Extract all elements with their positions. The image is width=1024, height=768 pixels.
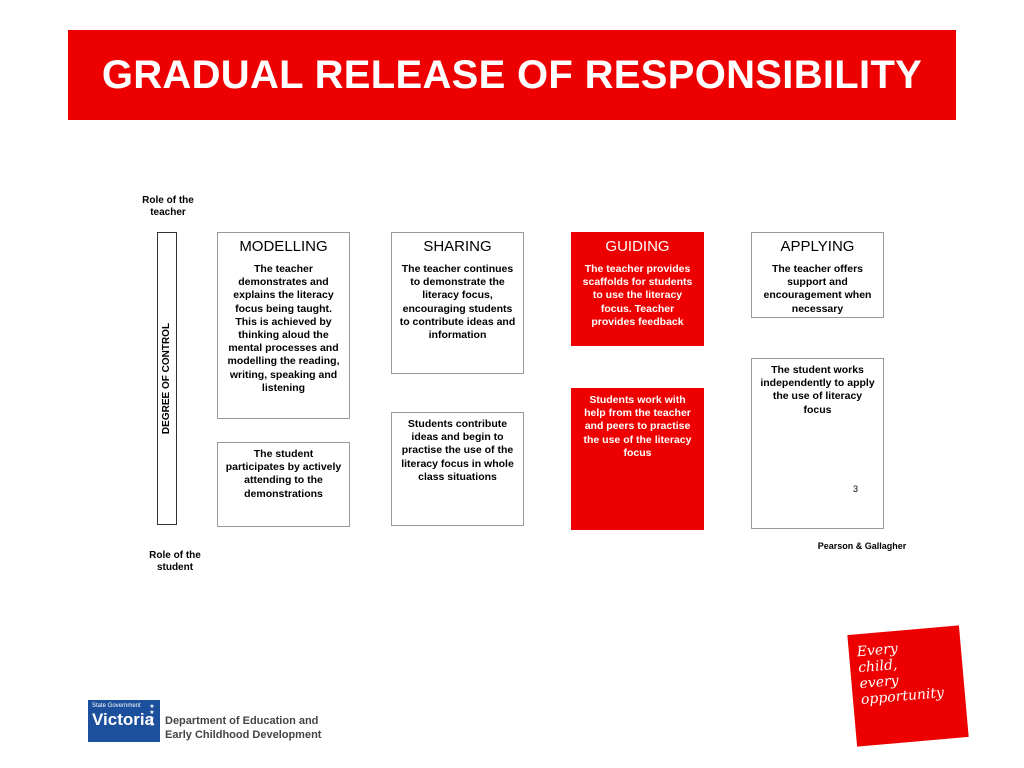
- victoria-logo: State Government Victoria ★★ ★★: [88, 700, 160, 742]
- department-line-2: Early Childhood Development: [165, 729, 322, 741]
- guiding-teacher-text: The teacher provides scaffolds for stude…: [582, 263, 693, 328]
- modelling-teacher-box: MODELLING The teacher demonstrates and e…: [217, 232, 350, 419]
- modelling-heading: MODELLING: [239, 238, 328, 255]
- sharing-teacher-text: The teacher continues to demonstrate the…: [399, 263, 516, 342]
- guiding-heading: GUIDING: [605, 238, 670, 255]
- applying-teacher-box: APPLYING The teacher offers support and …: [751, 232, 884, 318]
- page-number: 3: [853, 484, 859, 494]
- applying-heading: APPLYING: [780, 238, 855, 255]
- guiding-student-box: Students work with help from the teacher…: [571, 388, 704, 530]
- guiding-teacher-box: GUIDING The teacher provides scaffolds f…: [571, 232, 704, 346]
- credit-text: Pearson & Gallagher: [817, 541, 907, 551]
- title-banner: GRADUAL RELEASE OF RESPONSIBILITY: [68, 30, 956, 120]
- role-teacher-label: Role of the teacher: [142, 195, 194, 218]
- modelling-student-text: The student participates by actively att…: [225, 448, 342, 500]
- applying-student-box: The student works independently to apply…: [751, 358, 884, 529]
- degree-of-control-label: DEGREE OF CONTROL: [161, 322, 173, 435]
- modelling-teacher-text: The teacher demonstrates and explains th…: [227, 263, 340, 394]
- victoria-text: Victoria: [92, 710, 155, 729]
- department-line-1: Department of Education and: [165, 715, 319, 727]
- applying-student-text: The student works independently to apply…: [760, 364, 875, 416]
- page-title: GRADUAL RELEASE OF RESPONSIBILITY: [101, 52, 923, 97]
- department-name: Department of Education and Early Childh…: [165, 714, 321, 742]
- degree-of-control-bar: DEGREE OF CONTROL: [157, 232, 177, 525]
- applying-teacher-text: The teacher offers support and encourage…: [763, 263, 872, 315]
- modelling-student-box: The student participates by actively att…: [217, 442, 350, 527]
- guiding-student-text: Students work with help from the teacher…: [583, 394, 692, 459]
- southern-cross-icon: ★★ ★★: [149, 704, 155, 728]
- sharing-student-box: Students contribute ideas and begin to p…: [391, 412, 524, 526]
- sharing-heading: SHARING: [423, 238, 492, 255]
- every-child-tagline-card: Every child, every opportunity: [847, 625, 969, 747]
- role-student-label: Role of the student: [149, 550, 201, 573]
- sharing-student-text: Students contribute ideas and begin to p…: [401, 418, 514, 483]
- state-government-text: State Government: [92, 703, 141, 709]
- sharing-teacher-box: SHARING The teacher continues to demonst…: [391, 232, 524, 374]
